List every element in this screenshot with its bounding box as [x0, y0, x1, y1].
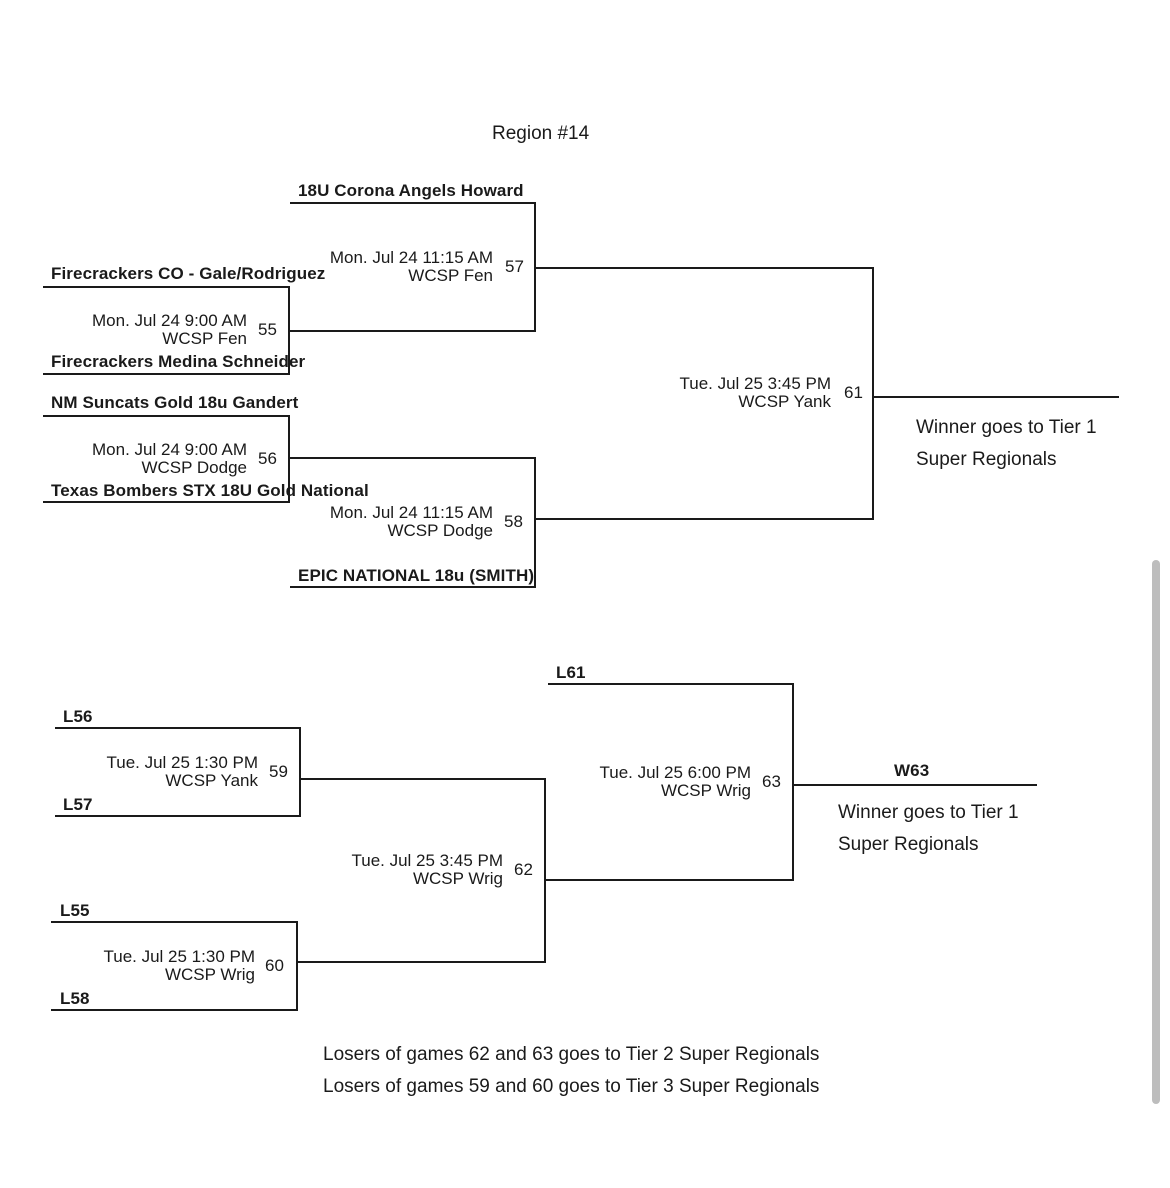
game-57-info: Mon. Jul 24 11:15 AM WCSP Fen	[330, 249, 493, 285]
footer-note-tier3: Losers of games 59 and 60 goes to Tier 3…	[323, 1076, 820, 1097]
game-55-info: Mon. Jul 24 9:00 AM WCSP Fen	[92, 312, 247, 348]
upper-winner-note-line2: Super Regionals	[916, 449, 1057, 470]
lower-winner-note: Winner goes to Tier 1 Super Regionals	[838, 797, 1019, 861]
game-61-info: Tue. Jul 25 3:45 PM WCSP Yank	[679, 375, 831, 411]
slot-l58: L58	[60, 989, 90, 1008]
game-57-time: Mon. Jul 24 11:15 AM	[329, 248, 493, 267]
game-57-number: 57	[505, 257, 524, 276]
region-title: Region #14	[492, 123, 590, 144]
game-59-field: WCSP Yank	[165, 771, 258, 790]
game-56-number: 56	[258, 449, 277, 468]
game-62-field: WCSP Wrig	[412, 869, 503, 888]
game-60-field: WCSP Wrig	[164, 965, 255, 984]
game-62-number: 62	[514, 860, 533, 879]
team-nm-suncats: NM Suncats Gold 18u Gandert	[51, 393, 299, 412]
vertical-scrollbar[interactable]	[1152, 560, 1160, 1104]
game-57-field: WCSP Fen	[408, 266, 493, 285]
team-corona-angels: 18U Corona Angels Howard	[298, 181, 524, 200]
game-58-info: Mon. Jul 24 11:15 AM WCSP Dodge	[330, 504, 493, 540]
game-60-time: Tue. Jul 25 1:30 PM	[103, 947, 255, 966]
game-59-info: Tue. Jul 25 1:30 PM WCSP Yank	[106, 754, 258, 790]
game-58-number: 58	[504, 512, 523, 531]
game-58-time: Mon. Jul 24 11:15 AM	[329, 503, 493, 522]
upper-winner-note-line1: Winner goes to Tier 1	[916, 417, 1097, 438]
game-63-time: Tue. Jul 25 6:00 PM	[599, 763, 751, 782]
game-63-field: WCSP Wrig	[660, 781, 751, 800]
game-55-field: WCSP Fen	[162, 329, 247, 348]
game-59-number: 59	[269, 762, 288, 781]
lower-winner-note-line2: Super Regionals	[838, 834, 979, 855]
game-56-info: Mon. Jul 24 9:00 AM WCSP Dodge	[92, 441, 247, 477]
game-62-time: Tue. Jul 25 3:45 PM	[351, 851, 503, 870]
game-61-field: WCSP Yank	[738, 392, 831, 411]
footer-note-tier2: Losers of games 62 and 63 goes to Tier 2…	[323, 1044, 820, 1065]
slot-l56: L56	[63, 707, 93, 726]
slot-l57: L57	[63, 795, 93, 814]
game-56-time: Mon. Jul 24 9:00 AM	[92, 440, 247, 459]
game-61-time: Tue. Jul 25 3:45 PM	[679, 374, 831, 393]
team-firecrackers-co: Firecrackers CO - Gale/Rodriguez	[51, 264, 326, 283]
slot-l55: L55	[60, 901, 90, 920]
slot-l61: L61	[556, 663, 586, 682]
game-55-time: Mon. Jul 24 9:00 AM	[92, 311, 247, 330]
team-epic-national: EPIC NATIONAL 18u (SMITH)	[298, 566, 535, 585]
game-63-info: Tue. Jul 25 6:00 PM WCSP Wrig	[599, 764, 751, 800]
slot-w63: W63	[894, 761, 930, 780]
game-60-number: 60	[265, 956, 284, 975]
game-56-field: WCSP Dodge	[141, 458, 247, 477]
game-61-number: 61	[844, 383, 863, 402]
footer-notes: Losers of games 62 and 63 goes to Tier 2…	[323, 1039, 819, 1103]
game-60-info: Tue. Jul 25 1:30 PM WCSP Wrig	[103, 948, 255, 984]
game-62-info: Tue. Jul 25 3:45 PM WCSP Wrig	[351, 852, 503, 888]
team-firecrackers-medina: Firecrackers Medina Schneider	[51, 352, 306, 371]
game-58-field: WCSP Dodge	[387, 521, 493, 540]
team-texas-bombers: Texas Bombers STX 18U Gold National	[51, 481, 369, 500]
game-63-number: 63	[762, 772, 781, 791]
lower-winner-note-line1: Winner goes to Tier 1	[838, 802, 1019, 823]
upper-winner-note: Winner goes to Tier 1 Super Regionals	[916, 412, 1097, 476]
game-55-number: 55	[258, 320, 277, 339]
game-59-time: Tue. Jul 25 1:30 PM	[106, 753, 258, 772]
